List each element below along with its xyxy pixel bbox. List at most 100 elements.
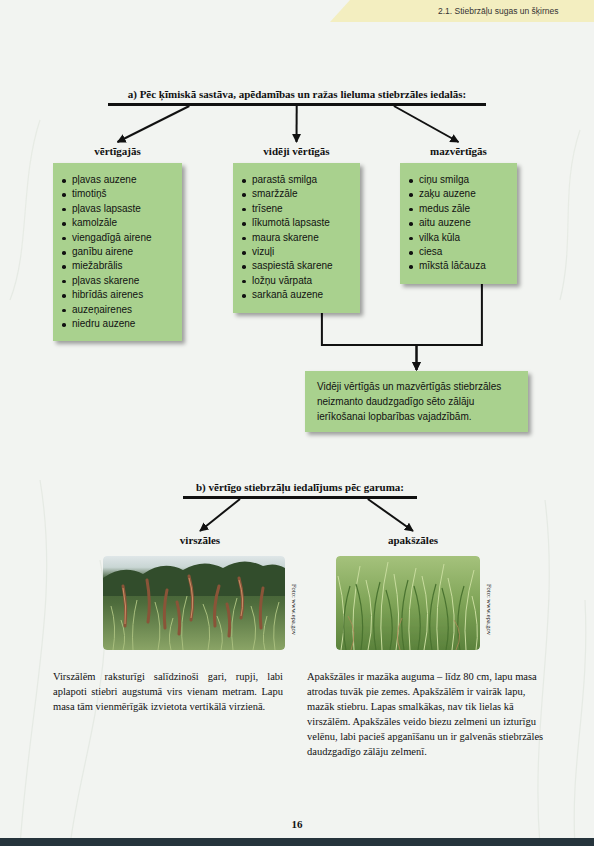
species-list: ciņu smilgazaķu auzene medus zāle aitu auz… <box>400 163 517 284</box>
group-name: virszāles <box>150 534 250 546</box>
species-item: niedru auzene <box>61 317 176 331</box>
species-name: timotiņš <box>72 188 106 199</box>
species-name: maura skarene <box>252 232 319 243</box>
species-item: vizuļi <box>241 245 354 259</box>
species-name: hibrīdās airenes <box>72 289 143 300</box>
bullet-dot <box>409 179 413 183</box>
species-item: auzeņairenes <box>61 303 176 317</box>
species-name: viengadīgā airene <box>72 232 152 243</box>
category-box: vērtīgajāspļavas auzenetimotiņšpļavas la… <box>53 145 182 341</box>
bullet-dot <box>409 193 413 197</box>
species-name: smaržzāle <box>252 188 298 199</box>
heading-text: a) Pēc ķīmiskā sastāva, apēdamības un ra… <box>128 88 467 100</box>
species-name: niedru auzene <box>72 318 135 329</box>
species-item: timotiņš <box>61 187 176 201</box>
species-name: saspiestā skarene <box>252 260 333 271</box>
species-item: ganību airene <box>61 245 176 259</box>
species-name: vilka kūla <box>419 232 460 243</box>
species-name: trīsene <box>252 203 283 214</box>
heading-text: b) vērtīgo stiebrzāļu iedalījums pēc gar… <box>196 481 404 493</box>
section-heading: b) vērtīgo stiebrzāļu iedalījums pēc gar… <box>183 481 417 499</box>
species-item: parastā smilga <box>241 173 354 187</box>
header-band <box>330 0 594 22</box>
species-list: pļavas auzene timotiņš pļavas lapsastekamo… <box>53 163 182 341</box>
bullet-dot <box>62 179 66 183</box>
species-name: pļavas auzene <box>72 174 137 185</box>
bullet-dot <box>409 251 413 255</box>
page-number: 16 <box>277 818 317 830</box>
species-item: miežabrālis <box>61 259 176 273</box>
species-name: kamolzāle <box>72 217 117 228</box>
connector-arrow <box>417 284 482 370</box>
species-item: ciņu smilga <box>408 173 511 187</box>
bullet-dot <box>242 294 246 298</box>
bullet-dot <box>242 251 246 255</box>
photo-credit: Foto: www.epa.gov <box>486 584 493 654</box>
species-item: maura skarene <box>241 231 354 245</box>
category-box: mazvērtīgās ciņu smilgazaķu auzene medus z… <box>400 145 517 284</box>
connector-arrow <box>368 499 413 531</box>
species-item: viengadīgā airene <box>61 231 176 245</box>
bullet-dot <box>242 237 246 241</box>
group-label: virszāles <box>150 534 250 546</box>
species-name: sarkanā auzene <box>252 289 323 300</box>
connector-arrow <box>296 106 298 142</box>
species-item: hibrīdās airenes <box>61 288 176 302</box>
species-name: līkumotā lapsaste <box>252 217 330 228</box>
species-name: medus zāle <box>419 203 470 214</box>
species-name: ciesa <box>419 246 442 257</box>
grass-photo-tall <box>103 556 285 650</box>
species-item: ciesa <box>408 245 511 259</box>
species-item: pļavas auzene <box>61 173 176 187</box>
species-name: auzeņairenes <box>72 304 132 315</box>
species-name: ložņu vārpata <box>252 275 312 286</box>
species-name: pļavas skarene <box>72 275 139 286</box>
body-paragraph: Apakšzāles ir mazāka auguma – līdz 80 cm… <box>307 669 545 759</box>
bullet-dot <box>409 222 413 226</box>
species-item: medus zāle <box>408 202 511 216</box>
connector-arrow <box>118 106 190 142</box>
bullet-dot <box>62 309 66 313</box>
bullet-dot <box>62 222 66 226</box>
photo-credit: Foto: www.epa.gov <box>291 584 298 654</box>
species-item: mīkstā lāčauza <box>408 259 511 273</box>
species-item: līkumotā lapsaste <box>241 216 354 230</box>
bullet-dot <box>62 294 66 298</box>
bullet-dot <box>409 208 413 212</box>
species-name: mīkstā lāčauza <box>419 260 486 271</box>
bullet-dot <box>62 280 66 284</box>
grass-photo-short <box>336 556 480 650</box>
group-name: apakšzāles <box>362 534 464 546</box>
species-name: zaķu auzene <box>419 188 476 199</box>
bullet-dot <box>242 222 246 226</box>
category-box: vidēji vērtīgās parastā smilga smaržzāle tr… <box>233 145 360 313</box>
body-paragraph: Virszālēm raksturīgi salīdzinoši gari, r… <box>53 669 283 714</box>
section-heading: a) Pēc ķīmiskā sastāva, apēdamības un ra… <box>108 88 486 106</box>
bullet-dot <box>62 237 66 241</box>
species-item: zaķu auzene <box>408 187 511 201</box>
species-name: vizuļi <box>252 246 274 257</box>
category-heading: mazvērtīgās <box>400 145 517 157</box>
connector-arrow <box>394 106 459 142</box>
footer-band <box>0 838 594 846</box>
bullet-dot <box>62 265 66 269</box>
species-item: pļavas lapsaste <box>61 202 176 216</box>
species-name: ganību airene <box>72 246 133 257</box>
species-name: aitu auzene <box>419 217 471 228</box>
species-item: ložņu vārpata <box>241 274 354 288</box>
category-heading: vidēji vērtīgās <box>233 145 360 157</box>
running-header: 2.1. Stiebrzāļu sugas un šķirnes <box>438 6 590 16</box>
species-name: miežabrālis <box>72 260 123 271</box>
bullet-dot <box>242 208 246 212</box>
bullet-dot <box>242 265 246 269</box>
bullet-dot <box>242 193 246 197</box>
species-item: vilka kūla <box>408 231 511 245</box>
group-label: apakšzāles <box>362 534 464 546</box>
bullet-dot <box>62 193 66 197</box>
species-name: parastā smilga <box>252 174 317 185</box>
bullet-dot <box>62 208 66 212</box>
bullet-dot <box>242 280 246 284</box>
bullet-dot <box>242 179 246 183</box>
species-item: kamolzāle <box>61 216 176 230</box>
